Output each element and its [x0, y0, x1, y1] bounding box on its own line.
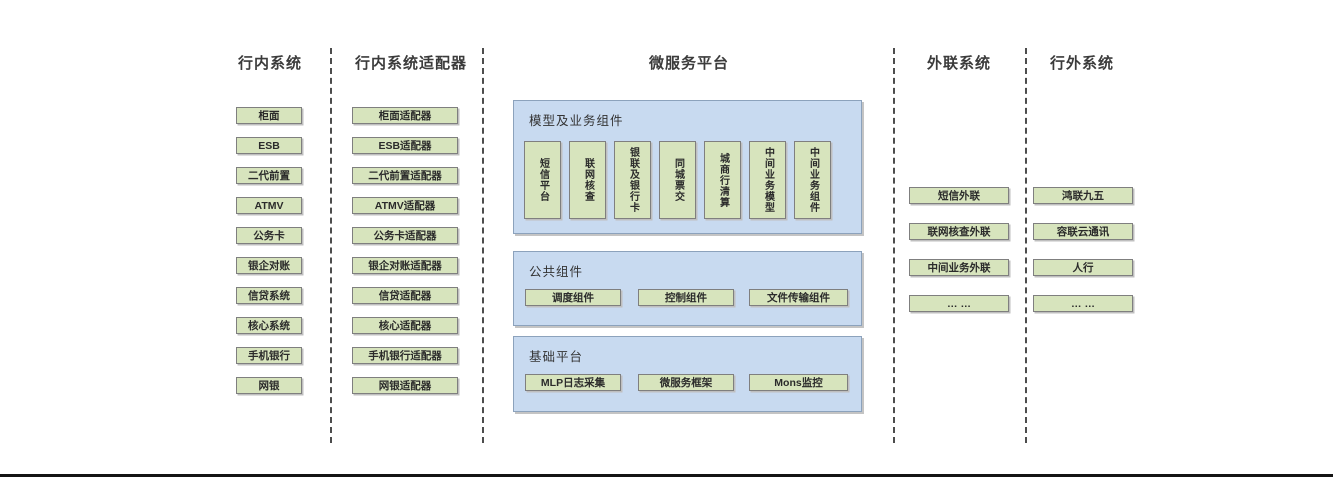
outbound-box-ellipsis: … … [909, 295, 1009, 312]
dashed-separator-4 [1025, 48, 1027, 443]
panel-model-business-components: 模型及业务组件 短信平台 联网核查 银联及银行卡 同城票交 城商行清算 中间业务… [513, 100, 862, 234]
component-box: 联网核查 [569, 141, 606, 219]
adapter-box: ATMV适配器 [352, 197, 458, 214]
adapter-box: ESB适配器 [352, 137, 458, 154]
component-box: 调度组件 [525, 289, 621, 306]
component-box: 同城票交 [659, 141, 696, 219]
component-box: 短信平台 [524, 141, 561, 219]
system-box: 网银 [236, 377, 302, 394]
system-box: 柜面 [236, 107, 302, 124]
panel-common-components: 公共组件 调度组件 控制组件 文件传输组件 [513, 251, 862, 326]
component-box: 微服务框架 [638, 374, 734, 391]
adapter-box: 核心适配器 [352, 317, 458, 334]
dashed-separator-3 [893, 48, 895, 443]
component-box: 控制组件 [638, 289, 734, 306]
dashed-separator-2 [482, 48, 484, 443]
column-title-internal-adapters: 行内系统适配器 [354, 55, 467, 72]
column-title-internal-systems: 行内系统 [237, 55, 302, 72]
component-box: 文件传输组件 [749, 289, 848, 306]
component-box: 中间业务组件 [794, 141, 831, 219]
adapter-box: 网银适配器 [352, 377, 458, 394]
bottom-divider-line [0, 474, 1333, 477]
adapter-box: 信贷适配器 [352, 287, 458, 304]
outbound-box: 短信外联 [909, 187, 1009, 204]
panel-title: 模型及业务组件 [529, 114, 624, 128]
component-box: MLP日志采集 [525, 374, 621, 391]
system-box: ATMV [236, 197, 302, 214]
system-box: 银企对账 [236, 257, 302, 274]
external-box: 鸿联九五 [1033, 187, 1133, 204]
external-box: 人行 [1033, 259, 1133, 276]
external-box: 容联云通讯 [1033, 223, 1133, 240]
panel-title: 公共组件 [529, 265, 584, 279]
panel-base-platform: 基础平台 MLP日志采集 微服务框架 Mons监控 [513, 336, 862, 412]
external-box-ellipsis: … … [1033, 295, 1133, 312]
component-box: Mons监控 [749, 374, 848, 391]
system-box: 信贷系统 [236, 287, 302, 304]
system-box: 公务卡 [236, 227, 302, 244]
adapter-box: 二代前置适配器 [352, 167, 458, 184]
component-box: 银联及银行卡 [614, 141, 651, 219]
system-box: 核心系统 [236, 317, 302, 334]
panel-title: 基础平台 [529, 350, 584, 364]
adapter-box: 公务卡适配器 [352, 227, 458, 244]
outbound-box: 联网核查外联 [909, 223, 1009, 240]
adapter-box: 手机银行适配器 [352, 347, 458, 364]
dashed-separator-1 [330, 48, 332, 443]
component-box: 城商行清算 [704, 141, 741, 219]
column-title-microservice-platform: 微服务平台 [648, 55, 729, 72]
adapter-box: 银企对账适配器 [352, 257, 458, 274]
system-box: 二代前置 [236, 167, 302, 184]
system-box: 手机银行 [236, 347, 302, 364]
column-title-external-systems: 行外系统 [1049, 55, 1114, 72]
adapter-box: 柜面适配器 [352, 107, 458, 124]
system-box: ESB [236, 137, 302, 154]
column-title-outbound-systems: 外联系统 [926, 55, 991, 72]
outbound-box: 中间业务外联 [909, 259, 1009, 276]
component-box: 中间业务模型 [749, 141, 786, 219]
